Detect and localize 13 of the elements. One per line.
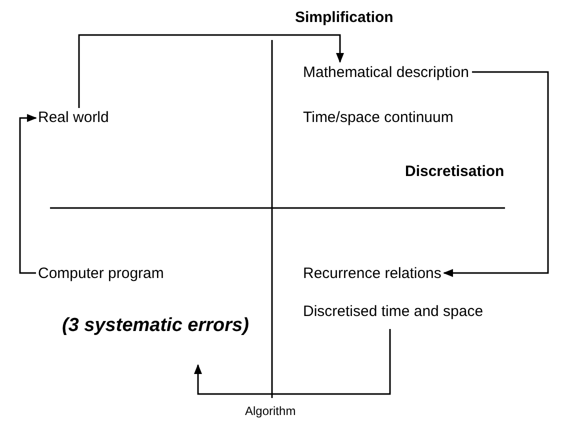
arrow bbox=[194, 329, 391, 395]
edge-label: Simplification bbox=[295, 9, 394, 26]
quadrant-label: Recurrence relations bbox=[303, 265, 442, 282]
quadrant-label: Discretised time and space bbox=[303, 303, 484, 320]
arrow bbox=[443, 71, 549, 277]
edge-label: Algorithm bbox=[245, 404, 296, 418]
arrow bbox=[78, 34, 344, 108]
quadrant-label: Time/space continuum bbox=[303, 109, 454, 126]
note-text: (3 systematic errors) bbox=[62, 314, 250, 338]
arrow bbox=[19, 114, 37, 274]
quadrant-label: Real world bbox=[38, 109, 109, 126]
quadrant-label: Mathematical description bbox=[303, 64, 469, 81]
quadrant-label: Computer program bbox=[38, 265, 164, 282]
